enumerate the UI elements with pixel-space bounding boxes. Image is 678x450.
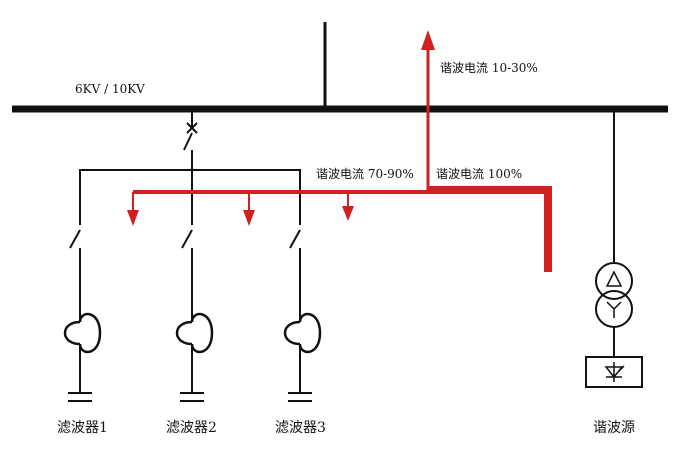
filter-bank-feeder: [79, 112, 301, 225]
harmonic-upstream-label: 谐波电流 10-30%: [440, 61, 538, 75]
filter-3: [283, 229, 322, 402]
converter-box: [585, 356, 643, 388]
filter-2-arrow-icon: [243, 210, 255, 226]
total-harmonic-path: [428, 186, 552, 272]
breaker-symbol: [186, 122, 198, 134]
filter-distribution-bus: [79, 169, 301, 225]
harmonic-filters-label: 谐波电流 70-90%: [316, 167, 414, 181]
harmonic-current-flow: [127, 30, 552, 272]
filter-1-arrow-icon: [127, 210, 139, 226]
filter-1-label: 滤波器1: [57, 420, 108, 436]
filter-2: [175, 229, 214, 402]
filter-2-label: 滤波器2: [166, 420, 217, 436]
bus-voltage-label: 6KV / 10KV: [75, 82, 145, 96]
thyristor-icon: [604, 362, 625, 382]
filter-3-reactor-symbol: [298, 312, 322, 354]
harmonic-source-label: 谐波源: [593, 420, 635, 436]
upstream-arrow-icon: [421, 30, 435, 50]
harmonic-source-branch: [585, 112, 643, 388]
filter-1: [63, 229, 102, 402]
filter-1-reactor-symbol: [78, 312, 102, 354]
transformer-primary-winding: [595, 262, 633, 300]
filter-2-reactor-symbol: [190, 312, 214, 354]
wye-winding-icon: [606, 301, 622, 318]
filter-3-arrow-icon: [342, 206, 354, 221]
harmonic-total-label: 谐波电流 100%: [436, 167, 522, 181]
delta-winding-icon: [605, 270, 623, 287]
filter-3-label: 滤波器3: [275, 420, 326, 436]
